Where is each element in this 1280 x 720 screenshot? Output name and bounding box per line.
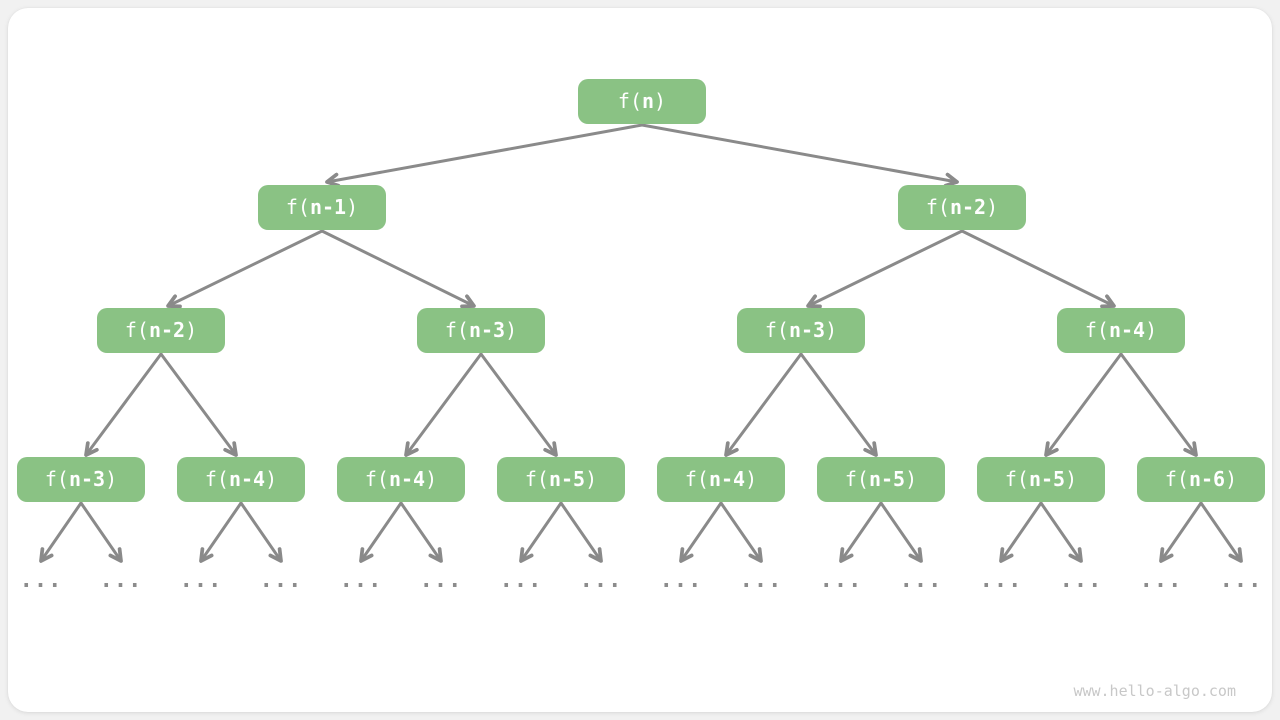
node-label: f( [764,318,789,342]
node-label: ) [1225,467,1238,491]
tree-node-l2-1: f(n-3) [417,308,545,353]
node-label-core: n [642,89,655,113]
node-label: ) [425,467,438,491]
tree-node-l3-7: f(n-6) [1137,457,1265,502]
node-label: f( [444,318,469,342]
tree-node-l3-5: f(n-5) [817,457,945,502]
node-label-core: n-3 [788,318,826,342]
node-label-core: n-3 [468,318,506,342]
node-label-core: n-1 [309,195,347,219]
node-label: ) [265,467,278,491]
ellipsis-leaf: ... [579,568,623,593]
node-label-core: n-6 [1188,467,1226,491]
node-label-core: n-4 [708,467,746,491]
tree-node-l3-0: f(n-3) [17,457,145,502]
node-label: ) [105,467,118,491]
ellipsis-leaf: ... [259,568,303,593]
node-label: f( [617,89,642,113]
node-label-core: n-4 [1108,318,1146,342]
tree-node-l2-0: f(n-2) [97,308,225,353]
ellipsis-leaf: ... [99,568,143,593]
node-label: ) [1065,467,1078,491]
tree-node-l3-1: f(n-4) [177,457,305,502]
node-label-core: n-5 [1028,467,1066,491]
node-label: ) [745,467,758,491]
tree-node-l3-4: f(n-4) [657,457,785,502]
node-label-core: n-2 [949,195,987,219]
tree-node-l1-1: f(n-2) [898,185,1026,230]
tree-node-l3-3: f(n-5) [497,457,625,502]
node-label-core: n-2 [148,318,186,342]
ellipsis-leaf: ... [339,568,383,593]
tree-node-l2-2: f(n-3) [737,308,865,353]
node-label: ) [905,467,918,491]
node-label: f( [1004,467,1029,491]
node-label: f( [44,467,69,491]
node-label: ) [585,467,598,491]
node-label: f( [204,467,229,491]
watermark-url: www.hello-algo.com [1073,682,1236,700]
ellipsis-leaf: ... [19,568,63,593]
tree-node-l1-0: f(n-1) [258,185,386,230]
node-label: ) [505,318,518,342]
tree-node-l3-2: f(n-4) [337,457,465,502]
ellipsis-leaf: ... [1059,568,1103,593]
ellipsis-leaf: ... [1219,568,1263,593]
node-label: f( [1084,318,1109,342]
node-label: ) [825,318,838,342]
ellipsis-leaf: ... [899,568,943,593]
ellipsis-leaf: ... [819,568,863,593]
node-label: f( [925,195,950,219]
node-label: ) [185,318,198,342]
node-label: ) [1145,318,1158,342]
node-label: f( [1164,467,1189,491]
ellipsis-leaf: ... [499,568,543,593]
ellipsis-leaf: ... [979,568,1023,593]
node-label: f( [124,318,149,342]
node-label: f( [285,195,310,219]
node-label: ) [346,195,359,219]
node-label: f( [364,467,389,491]
ellipsis-leaf: ... [1139,568,1183,593]
tree-node-root: f(n) [578,79,706,124]
node-label: f( [684,467,709,491]
ellipsis-leaf: ... [659,568,703,593]
ellipsis-leaf: ... [739,568,783,593]
node-label-core: n-4 [228,467,266,491]
node-label: ) [654,89,667,113]
node-label: f( [524,467,549,491]
node-label: ) [986,195,999,219]
node-label-core: n-5 [548,467,586,491]
tree-node-l3-6: f(n-5) [977,457,1105,502]
node-label: f( [844,467,869,491]
node-label-core: n-5 [868,467,906,491]
ellipsis-leaf: ... [179,568,223,593]
tree-node-l2-3: f(n-4) [1057,308,1185,353]
node-label-core: n-3 [68,467,106,491]
ellipsis-leaf: ... [419,568,463,593]
node-label-core: n-4 [388,467,426,491]
